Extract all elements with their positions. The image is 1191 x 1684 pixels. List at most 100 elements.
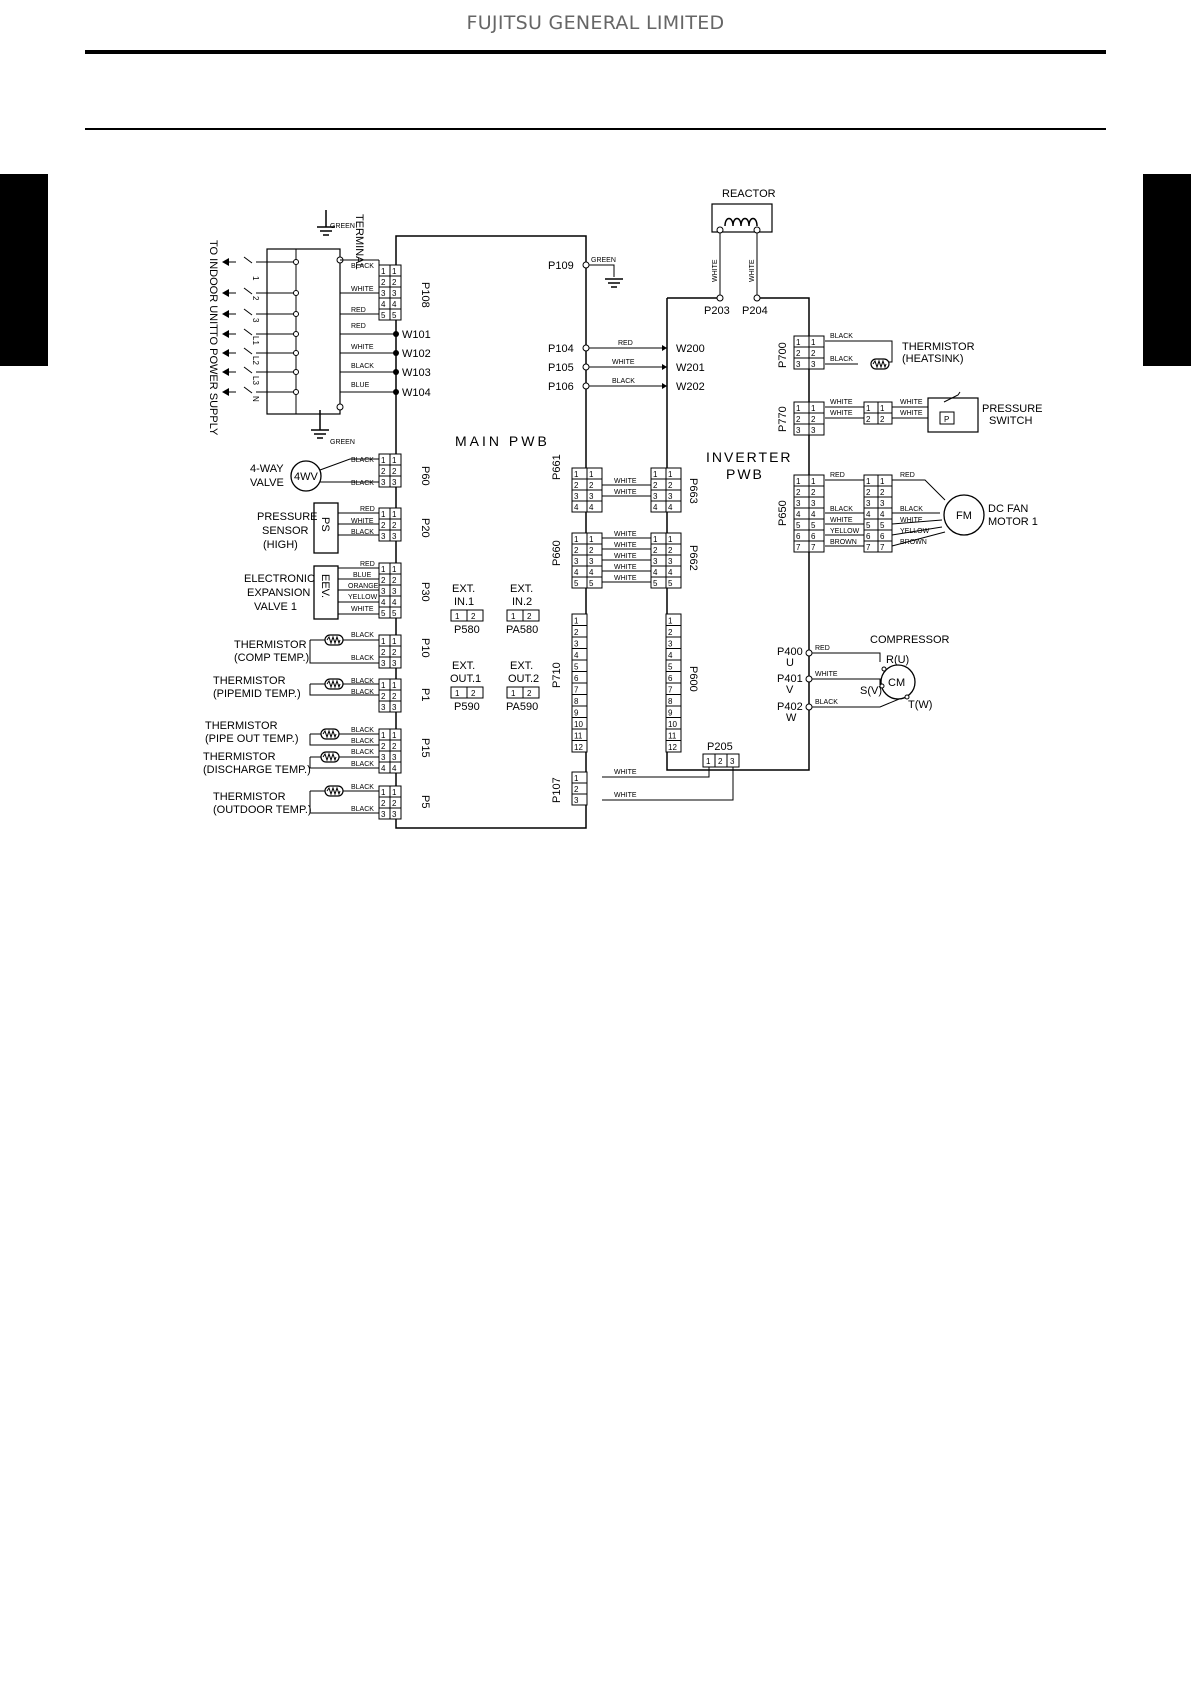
- connector-stack-p710-pin: 2: [574, 628, 579, 637]
- terminal-switch-mark: [243, 386, 253, 394]
- connector-stack-p662-pin: 5: [653, 579, 658, 588]
- connector-w201: W201: [676, 362, 705, 374]
- connector-stack-p108-pin: 1: [381, 267, 386, 276]
- ext-in1-label-2: IN.1: [454, 596, 474, 608]
- dc-fan-motor: FM DC FAN MOTOR 1 RED BLACK WHITE YELLOW…: [825, 472, 1038, 547]
- connector-stack-p650-mate-pin: 4: [880, 510, 885, 519]
- connector-p401: P401: [777, 673, 803, 685]
- connector-stack-p660-pin: 3: [574, 557, 579, 566]
- connector-stack-p700-pin: 2: [811, 349, 816, 358]
- wire-label-black-p60-2: BLACK: [351, 480, 374, 487]
- wire-label-black-p700-1: BLACK: [830, 333, 853, 340]
- connector-stack-p710-pin: 7: [574, 686, 579, 695]
- connector-stack-p108-pin: 4: [392, 300, 397, 309]
- pressure-sensor: PS PRESSURE SENSOR (HIGH) RED WHITE BLAC…: [257, 502, 379, 554]
- connector-p661: P661: [551, 454, 563, 480]
- connector-stack-p661-pin: 4: [574, 503, 579, 512]
- terminal-screw: [293, 369, 299, 375]
- ext-connectors: EXT. IN.1 EXT. IN.2 EXT. OUT.1 EXT. OUT.…: [450, 583, 540, 713]
- connector-stack-p662-pin: 3: [668, 557, 673, 566]
- connector-stack-p660-pin: 1: [574, 535, 579, 544]
- connector-stack-p600-pin: 7: [668, 686, 673, 695]
- connector-stack-p60-pin: 3: [381, 478, 386, 487]
- connector-stack-p600-pin: 1: [668, 617, 673, 626]
- terminal-ground-label-top: GREEN: [330, 223, 355, 230]
- connector-p580: P580: [454, 624, 480, 636]
- wire-label-brown-p650-in: BROWN: [830, 539, 857, 546]
- eev-label-1: ELECTRONIC: [244, 573, 315, 585]
- connector-stack-p30-pin: 5: [381, 609, 386, 618]
- connector-stack-p710-pin: 5: [574, 663, 579, 672]
- wire-label-white-p660-5: WHITE: [614, 575, 637, 582]
- connector-stack-p661-pin: 4: [589, 503, 594, 512]
- header-rule-thin: [85, 128, 1106, 130]
- connector-stack-p770-pin: 3: [811, 426, 816, 435]
- connector-stack-p5-pin: 3: [381, 810, 386, 819]
- ext-out1-label-1: EXT.: [452, 660, 475, 672]
- connector-stack-p600-pin: 9: [668, 709, 673, 718]
- connector-stack-p108-pin: 2: [381, 278, 386, 287]
- ext-pa590-pin-2: 2: [527, 689, 532, 698]
- wire-label-black-p10-1: BLACK: [351, 632, 374, 639]
- connector-stack-p650-pin: 2: [811, 488, 816, 497]
- pressure-switch-label-1: PRESSURE: [982, 403, 1043, 415]
- connector-stack-p700-pin: 3: [796, 360, 801, 369]
- wire-label-white-w102: WHITE: [351, 344, 374, 351]
- eev-label-2: EXPANSION: [247, 587, 310, 599]
- ext-p580-pin-1: 1: [455, 612, 460, 621]
- connector-stack-p700-pin: 2: [796, 349, 801, 358]
- pressure-sensor-label-1: PRESSURE: [257, 511, 318, 523]
- terminal-mark-3: 3: [251, 318, 260, 323]
- connector-p104: P104: [548, 343, 574, 355]
- connector-stack-p600-pin: 12: [668, 743, 677, 752]
- connector-stack-p770-pin: 1: [796, 404, 801, 413]
- thermistor-discharge-label: THERMISTOR: [203, 751, 276, 763]
- ext-out2-label-2: OUT.2: [508, 673, 539, 685]
- connector-stack-p710-pin: 11: [574, 732, 583, 741]
- page-header-title: FUJITSU GENERAL LIMITED: [466, 12, 725, 34]
- four-way-valve-label-2: VALVE: [250, 477, 284, 489]
- connector-stack-p661-pin: 3: [589, 492, 594, 501]
- connector-stack-p662-pin: 3: [653, 557, 658, 566]
- four-way-valve-label-1: 4-WAY: [250, 463, 284, 475]
- connector-stack-p660-pin: 5: [574, 579, 579, 588]
- connector-stack-p650-pin: 3: [796, 499, 801, 508]
- ext-p590-pin-1: 1: [455, 689, 460, 698]
- wire-label-black-p650-in: BLACK: [830, 506, 853, 513]
- wire-label-black-p1-2: BLACK: [351, 689, 374, 696]
- wire-label-white-p660-3: WHITE: [614, 553, 637, 560]
- connector-stack-p600-pin: 10: [668, 720, 677, 729]
- connector-p108: P108: [419, 282, 431, 308]
- wire-label-black-p5-2: BLACK: [351, 806, 374, 813]
- thermistor-heatsink-sub: (HEATSINK): [902, 353, 964, 365]
- wire-label-red-p30: RED: [360, 561, 375, 568]
- terminal-switch-mark: [243, 308, 253, 316]
- main-pwb-label: MAIN PWB: [455, 433, 550, 449]
- connector-stack-p108-pin: 2: [392, 278, 397, 287]
- connector-stack-p1-pin: 1: [381, 681, 386, 690]
- wire-label-red-w101: RED: [351, 323, 366, 330]
- header-rule-thick: [85, 50, 1106, 54]
- connector-stack-p660-pin: 1: [589, 535, 594, 544]
- compressor-symbol: CM: [888, 677, 905, 689]
- connector-stack-p710-pin: 3: [574, 640, 579, 649]
- connector-p400: P400: [777, 646, 803, 658]
- wire-label-white-p650-out: WHITE: [900, 517, 923, 524]
- terminal-ground-label-bottom: GREEN: [330, 439, 355, 446]
- reactor: REACTOR WHITE WHITE P203 P204: [704, 188, 776, 317]
- connector-p650: P650: [777, 500, 789, 526]
- connector-stack-p20-pin: 1: [381, 510, 386, 519]
- connector-stack-p650-pin: 5: [811, 521, 816, 530]
- connector-stack-p700-pin: 1: [811, 338, 816, 347]
- connector-stack-p650-mate-pin: 5: [880, 521, 885, 530]
- connector-stack-p10-pin: 3: [381, 659, 386, 668]
- wire-label-white-p770-1: WHITE: [830, 399, 853, 406]
- connector-stack-p660-pin: 3: [589, 557, 594, 566]
- terminal-screw: [293, 350, 299, 356]
- to-indoor-unit-label: TO INDOOR UNIT: [207, 240, 219, 331]
- connector-p20: P20: [419, 518, 431, 538]
- connector-stack-p60-pin: 1: [381, 456, 386, 465]
